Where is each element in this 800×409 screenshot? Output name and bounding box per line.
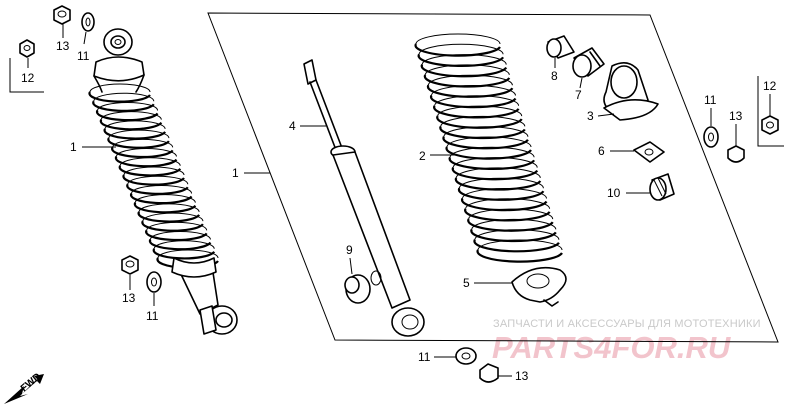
callout-1: 1 bbox=[70, 140, 77, 154]
bracket-12-right bbox=[757, 76, 784, 147]
nut-13-top-left bbox=[53, 5, 71, 25]
fwd-arrow: FWD bbox=[4, 371, 44, 404]
callout-12: 12 bbox=[763, 79, 777, 93]
callout-6: 6 bbox=[598, 144, 605, 158]
watermark-site: PARTS4FOR.RU bbox=[492, 330, 732, 365]
damper-rod bbox=[303, 59, 425, 337]
washer-11-top-left bbox=[81, 12, 95, 32]
callout-10: 10 bbox=[607, 186, 621, 200]
callout-4: 4 bbox=[289, 119, 296, 133]
callout-11: 11 bbox=[146, 309, 159, 323]
callout-3: 3 bbox=[587, 109, 594, 123]
upper-mount-3 bbox=[603, 62, 659, 121]
bushing-9 bbox=[344, 274, 371, 304]
callout-7: 7 bbox=[575, 88, 582, 102]
bushing-8 bbox=[546, 35, 575, 59]
rubber-bush-7 bbox=[572, 47, 605, 78]
coil-spring bbox=[414, 33, 563, 263]
cap-nut-13-bottom bbox=[479, 363, 499, 383]
callout-12: 12 bbox=[21, 71, 35, 85]
callout-2: 2 bbox=[419, 149, 426, 163]
callout-11: 11 bbox=[704, 93, 717, 107]
callout-13: 13 bbox=[122, 291, 136, 305]
bracket-12-left bbox=[9, 58, 44, 93]
callout-1: 1 bbox=[232, 166, 239, 180]
shock-spring bbox=[88, 83, 219, 269]
callout-8: 8 bbox=[551, 69, 558, 83]
cap-nut-13-right bbox=[727, 145, 745, 163]
callout-13: 13 bbox=[729, 109, 743, 123]
watermark-tagline: ЗАПЧАСТИ И АКСЕССУАРЫ ДЛЯ МОТОТЕХНИКИ bbox=[493, 318, 761, 330]
washer-11-lower-left bbox=[146, 271, 162, 293]
nut-12-left bbox=[19, 39, 35, 58]
leader-lines bbox=[27, 24, 771, 377]
washer-11-right bbox=[703, 126, 719, 148]
callout-9: 9 bbox=[346, 243, 353, 257]
callout-13: 13 bbox=[56, 39, 70, 53]
spring-seat-5 bbox=[511, 266, 567, 307]
shock-absorber-complete bbox=[88, 28, 238, 335]
stopper-rubber-10 bbox=[649, 173, 675, 201]
callout-13: 13 bbox=[515, 369, 529, 383]
callout-11: 11 bbox=[77, 49, 90, 63]
washer-11-bottom bbox=[455, 347, 477, 365]
nut-12-right bbox=[761, 115, 779, 135]
callout-5: 5 bbox=[463, 276, 470, 290]
callout-11: 11 bbox=[418, 350, 431, 364]
assembly-box bbox=[207, 12, 779, 343]
stopper-plate-6 bbox=[633, 141, 665, 163]
nut-13-lower-left bbox=[121, 255, 139, 275]
